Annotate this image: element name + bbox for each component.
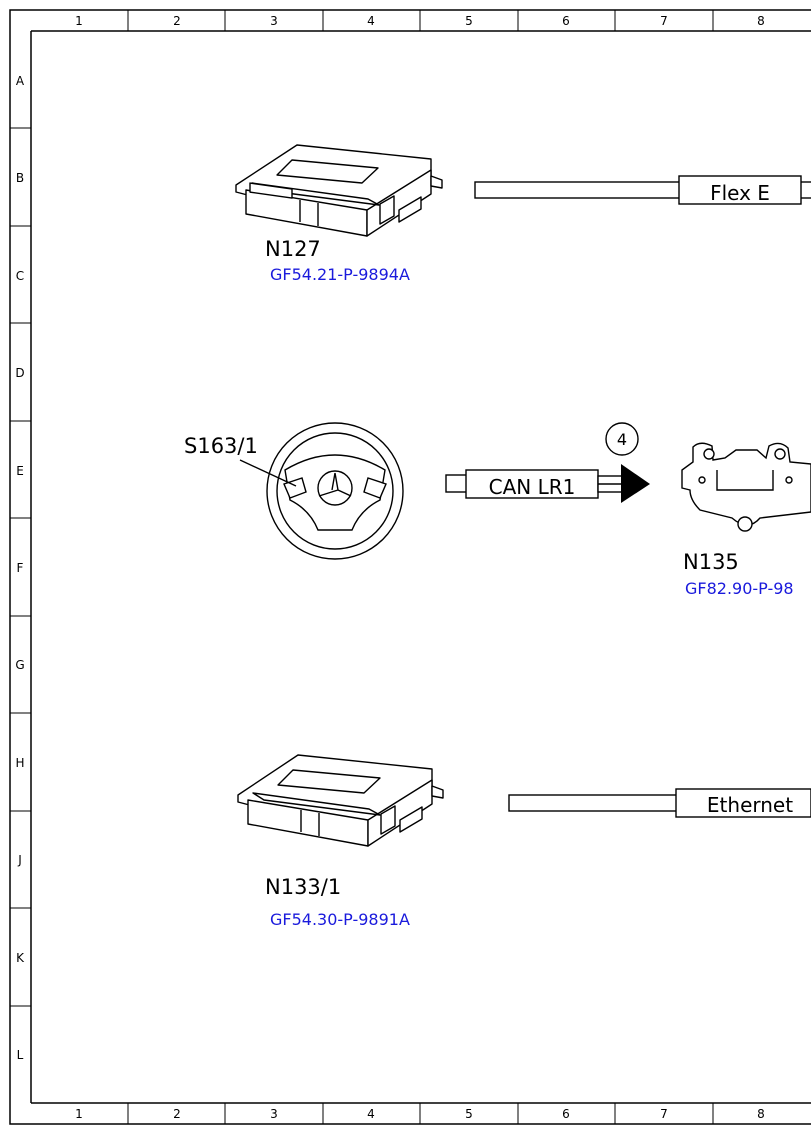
bus-label-flex-e: Flex E [710,181,770,205]
col-label: 6 [562,1107,570,1121]
col-label: 4 [367,14,375,28]
col-label: 1 [75,14,83,28]
row-labels: A B C D E F G H J K L [15,74,25,1062]
col-label: 8 [757,1107,765,1121]
reference-link-n127[interactable]: GF54.21-P-9894A [270,265,410,284]
col-label: 6 [562,14,570,28]
control-unit-n133-icon [237,754,444,847]
row-label: F [17,561,24,575]
col-label: 3 [270,1107,278,1121]
bus-line-flex-e [474,175,811,205]
column-labels-bottom: 1 2 3 4 5 6 7 8 [75,1107,765,1121]
row-label: G [15,658,24,672]
row-label: A [16,74,25,88]
steering-wheel-icon [239,422,404,560]
col-label: 4 [367,1107,375,1121]
bus-line-can-lr1 [445,469,623,499]
row-label: C [16,269,24,283]
callout-marker-number: 4 [617,430,627,449]
row-label: B [16,171,24,185]
row-label: D [15,366,24,380]
bus-label-ethernet: Ethernet [707,793,793,817]
row-label: K [16,951,25,965]
col-label: 3 [270,14,278,28]
bus-direction-arrow [621,464,650,503]
reference-link-n133[interactable]: GF54.30-P-9891A [270,910,410,929]
col-label: 7 [660,14,668,28]
control-unit-n127-icon [235,144,443,237]
col-label: 8 [757,14,765,28]
col-label: 2 [173,14,181,28]
component-label-n135: N135 [683,550,739,574]
col-label: 2 [173,1107,181,1121]
bus-label-can-lr1: CAN LR1 [489,475,576,499]
bus-line-ethernet [508,788,811,818]
component-label-n127: N127 [265,237,321,261]
col-label: 5 [465,14,473,28]
row-label: H [15,756,24,770]
row-ticks [10,127,31,1007]
row-label: J [17,853,22,867]
row-label: E [16,464,24,478]
col-label: 1 [75,1107,83,1121]
col-label: 7 [660,1107,668,1121]
reference-link-n135[interactable]: GF82.90-P-98 [685,579,794,598]
component-label-s163: S163/1 [184,434,258,458]
col-label: 5 [465,1107,473,1121]
module-n135-icon [681,442,811,532]
callout-marker-icon [605,422,639,456]
column-labels-top: 1 2 3 4 5 6 7 8 [75,14,765,28]
row-label: L [17,1048,24,1062]
component-label-n133: N133/1 [265,875,341,899]
column-ticks [127,10,714,1124]
